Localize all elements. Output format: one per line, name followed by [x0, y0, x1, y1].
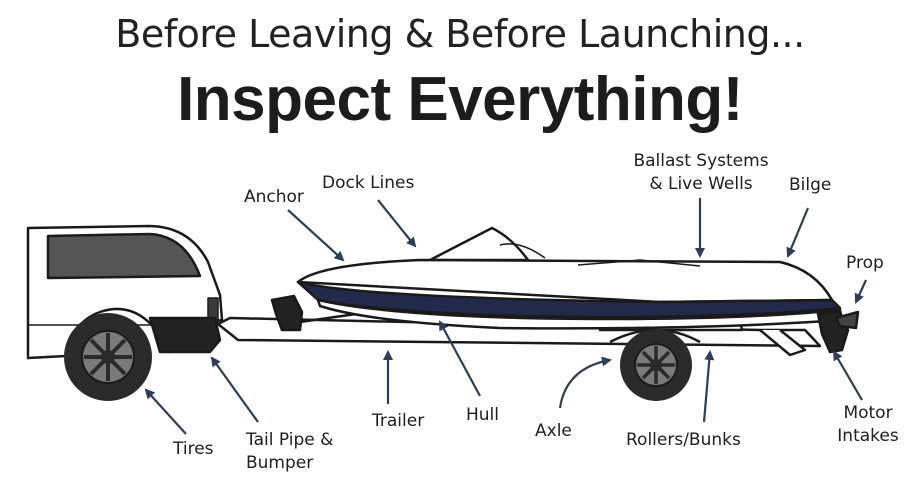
arrow-bilge [786, 207, 810, 258]
arrow-rollers [702, 350, 715, 423]
arrow-hull [439, 320, 481, 397]
callout-arrows [144, 198, 868, 435]
bumper [148, 316, 222, 354]
arrow-tail-pipe [210, 356, 259, 423]
label-rollers-bunks: Rollers/Bunks [626, 430, 741, 450]
label-anchor: Anchor [244, 187, 304, 207]
arrow-anchor [287, 209, 345, 262]
propeller [834, 310, 860, 330]
label-dock-lines: Dock Lines [322, 173, 415, 193]
label-prop: Prop [846, 253, 884, 273]
suv-tire [64, 313, 152, 401]
boat [296, 226, 860, 354]
trailer-winch-post [270, 294, 304, 332]
title-line-2: Inspect Everything! [177, 65, 743, 134]
label-hull: Hull [466, 405, 500, 425]
suv-rear-window [46, 232, 202, 280]
boat-hull [296, 280, 842, 319]
label-ballast-systems: Ballast Systems & Live Wells [633, 151, 769, 194]
label-trailer: Trailer [372, 411, 425, 431]
arrow-prop [854, 279, 868, 304]
suv-vehicle [26, 224, 224, 360]
arrow-dock-lines [377, 199, 417, 248]
arrow-axle [558, 356, 612, 409]
label-axle: Axle [535, 421, 572, 441]
label-tail-pipe-bumper: Tail Pipe & Bumper [246, 430, 334, 473]
arrow-motor-intakes [832, 350, 863, 401]
title-line-1: Before Leaving & Before Launching... [115, 12, 805, 56]
label-motor-intakes: Motor Intakes [837, 403, 899, 446]
arrow-tires [144, 388, 187, 435]
label-tires: Tires [173, 439, 214, 459]
trailer-tire [620, 329, 692, 401]
label-bilge: Bilge [789, 175, 832, 195]
boat-deck [296, 258, 834, 304]
